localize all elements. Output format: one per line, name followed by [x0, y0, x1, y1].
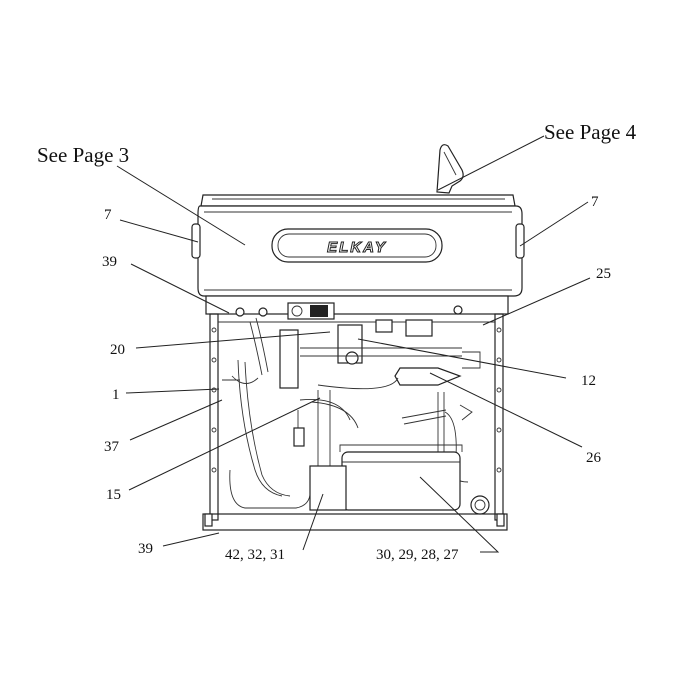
valve-block: [235, 302, 463, 337]
page-references: See Page 3 See Page 4: [37, 120, 637, 167]
compressor: [309, 444, 463, 511]
callout-7-right: 7: [591, 194, 599, 210]
chassis-frame: [202, 295, 509, 531]
callout-1: 1: [112, 387, 120, 403]
leader-lines: [116, 135, 591, 553]
see-page-3-label: See Page 3: [37, 143, 129, 167]
callout-12: 12: [581, 373, 596, 389]
internal-tubing: [222, 317, 481, 509]
see-page-4-label: See Page 4: [544, 120, 637, 144]
callout-15: 15: [106, 487, 121, 503]
callout-26: 26: [586, 450, 602, 466]
callout-20: 20: [110, 342, 125, 358]
callout-39-bottom: 39: [138, 541, 153, 557]
callout-30-29-28-27: 30, 29, 28, 27: [376, 547, 459, 563]
bubbler: [436, 144, 464, 194]
callout-7-left: 7: [104, 207, 112, 223]
elkay-logo-plate: ELKAY: [271, 228, 443, 263]
callout-42-32-31: 42, 32, 31: [225, 547, 285, 563]
callout-39-top: 39: [102, 254, 117, 270]
callout-37: 37: [104, 439, 120, 455]
callout-25: 25: [596, 266, 611, 282]
brand-logo: ELKAY: [327, 239, 387, 256]
part-callouts: 7 7 39 25 20 12 1 37 26 15 39 42, 32, 31…: [102, 194, 611, 563]
